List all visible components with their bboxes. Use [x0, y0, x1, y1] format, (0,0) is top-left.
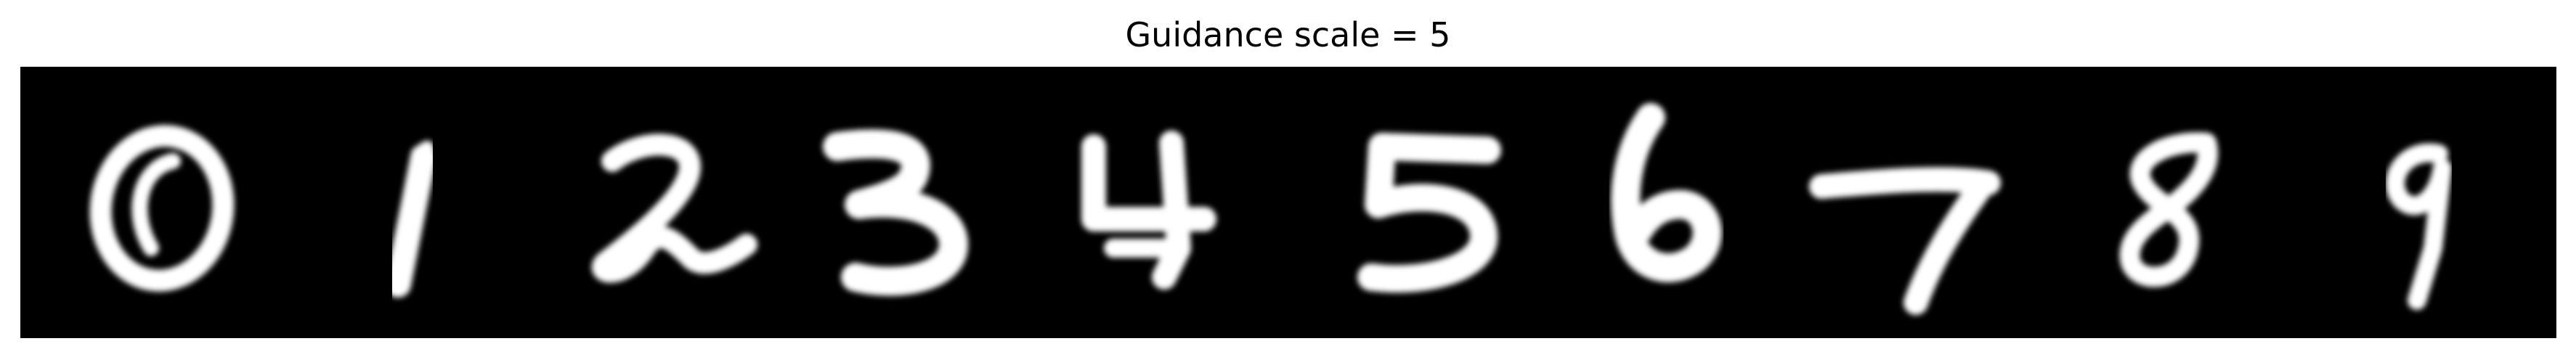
- digit-2: [591, 134, 757, 283]
- figure-title: Guidance scale = 5: [1125, 15, 1451, 54]
- digit-1: [385, 141, 436, 298]
- digit-canvas: [20, 67, 2556, 338]
- digit-9: [2386, 143, 2452, 310]
- digit-3: [823, 129, 968, 296]
- digit-4: [1081, 131, 1216, 290]
- digit-7: [1809, 167, 2001, 315]
- panel-background: [20, 67, 2556, 338]
- digit-8: [2119, 132, 2218, 287]
- digit-6: [1611, 103, 1722, 282]
- digit-strip: [20, 67, 2556, 338]
- generated-digits-image: [20, 67, 2556, 338]
- digit-5: [1357, 133, 1501, 293]
- digit-0: [89, 125, 235, 292]
